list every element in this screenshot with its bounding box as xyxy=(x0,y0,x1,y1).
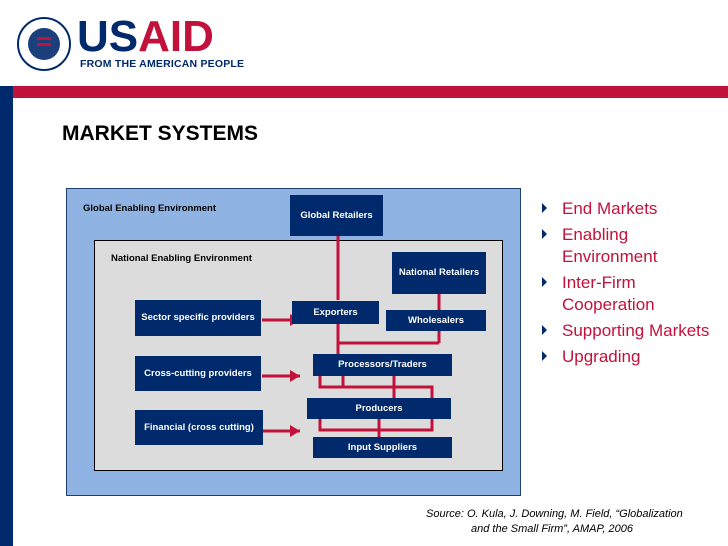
bullet-triangle-icon xyxy=(542,203,547,213)
source-citation: Source: O. Kula, J. Downing, M. Field, “… xyxy=(426,507,716,537)
bullet-text: Supporting Markets xyxy=(562,321,710,340)
logo-aid: AID xyxy=(138,12,214,61)
financial-cross-cutting-box: Financial (cross cutting) xyxy=(135,410,263,445)
global-env-label: Global Enabling Environment xyxy=(83,203,217,214)
usaid-seal-icon xyxy=(17,17,71,71)
slide-title: MARKET SYSTEMS xyxy=(62,122,259,145)
bullet-list: End Markets Enabling Environment Inter-F… xyxy=(538,198,718,372)
producers-box: Producers xyxy=(307,398,451,419)
cross-cutting-providers-box: Cross-cutting providers xyxy=(135,356,261,391)
usaid-logo: USAID xyxy=(77,15,214,59)
source-line-2: and the Small Firm”, AMAP, 2006 xyxy=(471,523,634,535)
left-navy-bar xyxy=(0,86,13,546)
processors-traders-box: Processors/Traders xyxy=(313,354,452,376)
logo-us: US xyxy=(77,12,139,61)
bullet-enabling-environment: Enabling Environment xyxy=(538,224,718,268)
bullet-text: Inter-Firm Cooperation xyxy=(562,273,655,314)
header-red-band xyxy=(0,86,728,98)
bullet-end-markets: End Markets xyxy=(538,198,718,220)
arrow-cross-head xyxy=(290,370,300,382)
bullet-text: Upgrading xyxy=(562,347,641,366)
national-env-label: National Enabling Environment xyxy=(111,253,252,264)
bullet-triangle-icon xyxy=(542,351,547,361)
bullet-inter-firm-cooperation: Inter-Firm Cooperation xyxy=(538,272,718,316)
bullet-triangle-icon xyxy=(542,277,547,287)
bullet-triangle-icon xyxy=(542,229,547,239)
global-retailers-box: Global Retailers xyxy=(290,195,383,236)
arrow-financial-head xyxy=(290,425,300,437)
sector-specific-providers-box: Sector specific providers xyxy=(135,300,261,336)
exporters-box: Exporters xyxy=(292,301,379,324)
header: USAID FROM THE AMERICAN PEOPLE xyxy=(0,0,728,86)
bullet-upgrading: Upgrading xyxy=(538,346,718,368)
source-line-1: Source: O. Kula, J. Downing, M. Field, “… xyxy=(426,508,683,520)
wholesalers-box: Wholesalers xyxy=(386,310,486,331)
bullet-triangle-icon xyxy=(542,325,547,335)
line-processors-to-producers xyxy=(318,376,434,398)
bullet-text: End Markets xyxy=(562,199,658,218)
line-producers-loop xyxy=(318,419,434,432)
logo-tagline: FROM THE AMERICAN PEOPLE xyxy=(80,58,245,70)
input-suppliers-box: Input Suppliers xyxy=(313,437,452,458)
bullet-text: Enabling Environment xyxy=(562,225,658,266)
bullet-supporting-markets: Supporting Markets xyxy=(538,320,718,342)
national-retailers-box: National Retailers xyxy=(392,252,486,294)
